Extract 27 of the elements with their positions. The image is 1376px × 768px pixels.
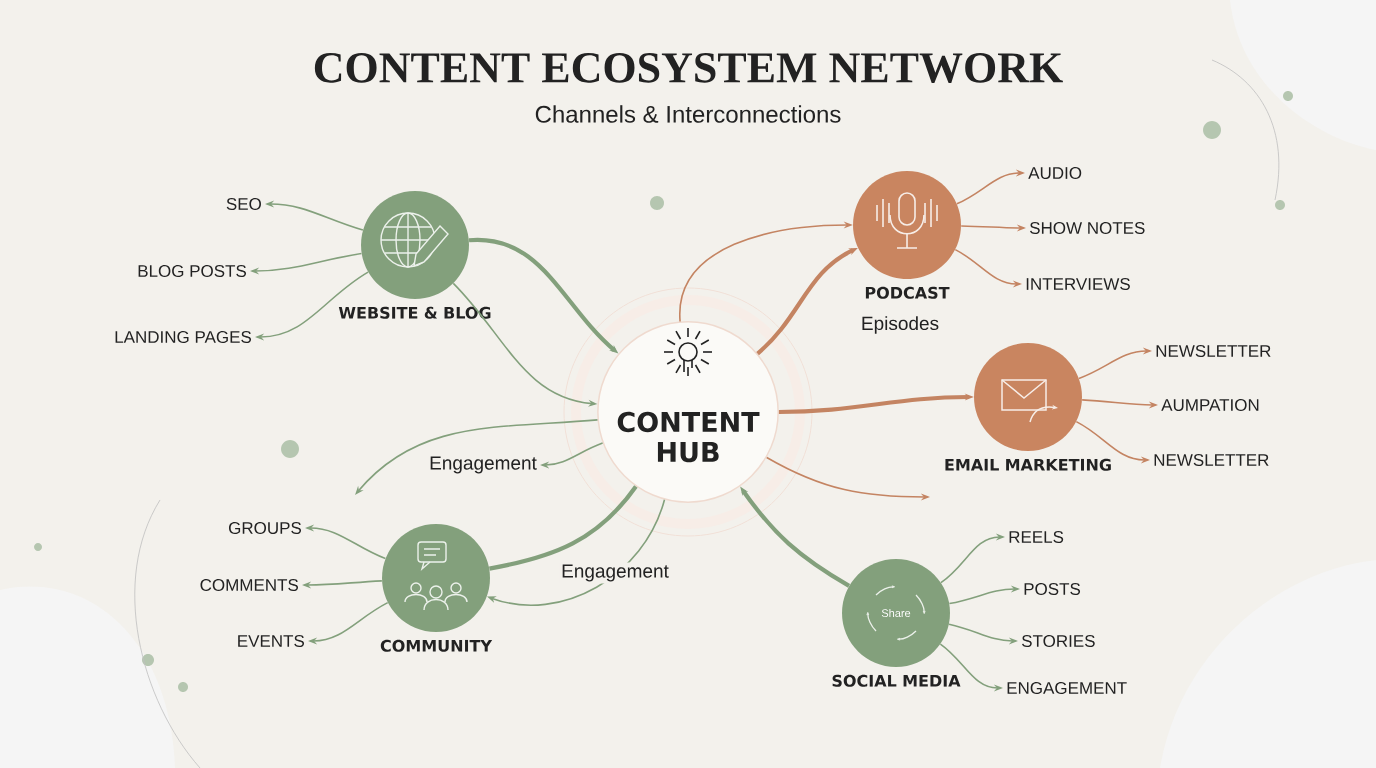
edge-label: Engagement bbox=[559, 562, 671, 584]
branch-label: ENGAGEMENT bbox=[1007, 681, 1127, 694]
branch-label: AUDIO bbox=[1028, 167, 1082, 179]
branch-label: INTERVIEWS bbox=[1026, 278, 1130, 290]
branch-label: SHOW NOTES bbox=[1029, 222, 1145, 234]
branch-label: NEWSLETTER bbox=[1154, 454, 1269, 466]
node-label: EMAIL MARKETING bbox=[945, 458, 1111, 471]
branch-label: LANDING PAGES bbox=[115, 331, 252, 343]
branch-label: EVENTS bbox=[238, 634, 305, 647]
branch-label: Engagement bbox=[430, 456, 537, 474]
branch-label: BLOG POSTS bbox=[138, 265, 246, 277]
branch-label: GROUPS bbox=[229, 521, 302, 534]
title: CONTENT ECOSYSTEM NETWORK bbox=[314, 53, 1063, 83]
node-label: PODCAST bbox=[865, 286, 950, 299]
branch-label: POSTS bbox=[1024, 582, 1081, 595]
branch-label: REELS bbox=[1009, 531, 1064, 543]
subtitle: Channels & Interconnections bbox=[535, 105, 841, 123]
branch-label: AUMPATION bbox=[1161, 399, 1259, 411]
branch-label: COMMENTS bbox=[200, 578, 299, 591]
caption-text: Episodes bbox=[862, 316, 939, 334]
arrow bbox=[355, 419, 599, 495]
node-label: COMMUNITY bbox=[380, 639, 493, 652]
node-label: SOCIAL MEDIA bbox=[832, 674, 961, 687]
branch-label: SEO bbox=[226, 198, 261, 210]
node-label: WEBSITE & BLOG bbox=[338, 306, 491, 319]
branch-label: NEWSLETTER bbox=[1156, 345, 1271, 357]
branch-label: STORIES bbox=[1021, 634, 1095, 647]
